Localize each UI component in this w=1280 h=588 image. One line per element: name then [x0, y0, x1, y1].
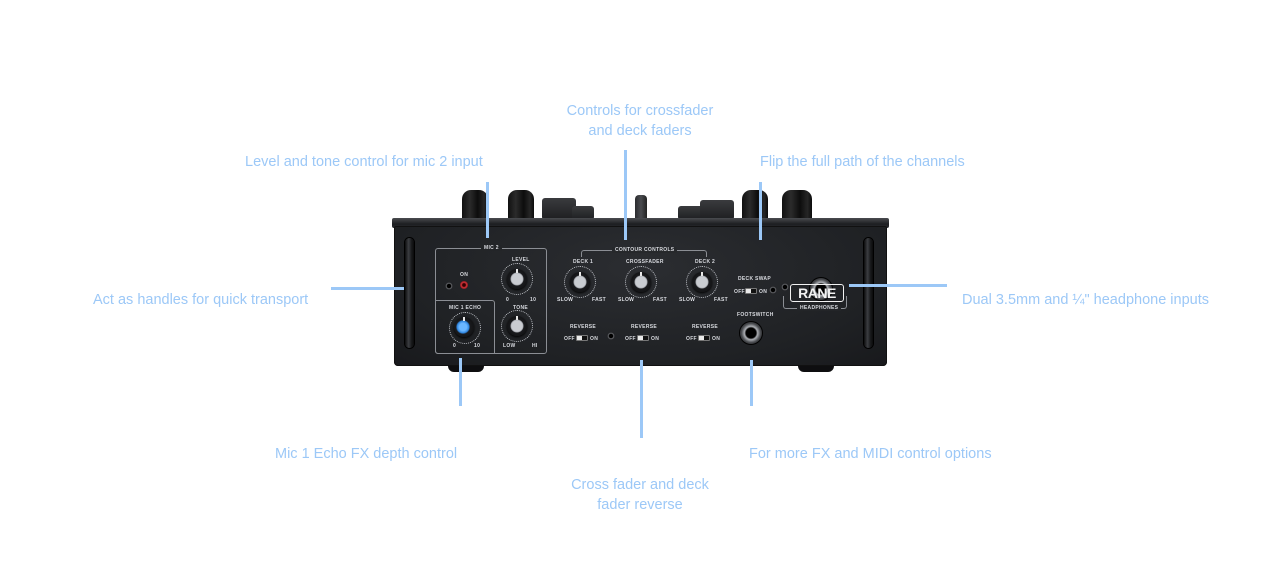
crossfader-reverse-switch[interactable]	[637, 335, 649, 341]
deck2-max: FAST	[714, 297, 728, 303]
level-scale-min: 0	[506, 297, 510, 303]
top-knob	[462, 190, 488, 222]
echo-scale-min: 0	[453, 343, 457, 349]
footswitch-jack[interactable]	[740, 322, 762, 344]
rane-logo: RANE	[790, 284, 844, 302]
left-handle[interactable]	[405, 238, 414, 348]
mic2-tone-knob[interactable]	[507, 316, 527, 336]
callout-mic2: Level and tone control for mic 2 input	[245, 154, 483, 170]
headphones-quarter-inch-jack[interactable]	[810, 278, 832, 300]
reverse-off: OFF	[625, 336, 636, 342]
reverse-on: ON	[590, 336, 599, 342]
crossfader-scale-dots	[625, 266, 657, 298]
connector-line	[759, 182, 762, 240]
top-knob	[508, 190, 534, 222]
callout-line: Controls for crossfader	[566, 103, 714, 119]
level-scale-max: 10	[530, 297, 537, 303]
mic2-level-knob[interactable]	[507, 269, 527, 289]
tone-scale-min: LOW	[503, 343, 516, 349]
foot	[448, 364, 484, 372]
callout-contour-controls: Controls for crossfader and deck faders	[540, 101, 740, 141]
mic2-level-label: LEVEL	[512, 257, 530, 263]
reverse-off: OFF	[686, 336, 697, 342]
connector-line	[750, 360, 753, 406]
deck-swap-label: DECK SWAP	[738, 276, 771, 282]
deck1-reverse-switch[interactable]	[576, 335, 588, 341]
reverse-label: REVERSE	[692, 324, 718, 330]
connector-line	[849, 284, 947, 287]
reverse-on: ON	[651, 336, 660, 342]
mic1-echo-label: MIC 1 ECHO	[449, 305, 482, 311]
mic1-echo-box	[435, 300, 495, 354]
tone-scale-dots	[501, 310, 533, 342]
callout-handles: Act as handles for quick transport	[93, 292, 309, 308]
mic1-echo-knob[interactable]	[454, 317, 474, 337]
callout-line: Cross fader and deck	[571, 477, 709, 493]
deck1-contour-label: DECK 1	[573, 259, 594, 265]
callout-reverse: Cross fader and deck fader reverse	[540, 475, 740, 515]
deck2-scale-dots	[686, 266, 718, 298]
contour-title: CONTOUR CONTROLS	[612, 247, 678, 253]
reverse-off: OFF	[564, 336, 575, 342]
callout-footswitch: For more FX and MIDI control options	[749, 446, 992, 462]
headphones-3-5mm-jack[interactable]	[781, 283, 789, 291]
top-fader-cap	[678, 206, 704, 220]
deck2-contour-knob[interactable]	[692, 272, 712, 292]
mic2-title: MIC 2	[481, 245, 502, 251]
connector-line	[486, 182, 489, 238]
deck-swap-screw	[769, 286, 777, 294]
level-scale-dots	[501, 263, 533, 295]
chassis-top	[392, 218, 889, 228]
mic2-on-button[interactable]	[460, 281, 468, 289]
top-knob	[742, 190, 768, 222]
deck1-contour-knob[interactable]	[570, 272, 590, 292]
foot	[798, 364, 834, 372]
reverse-label: REVERSE	[631, 324, 657, 330]
deck-swap-switch[interactable]	[745, 288, 757, 294]
connector-line	[640, 360, 643, 438]
right-handle[interactable]	[864, 238, 873, 348]
rane-mixer-device: MIC 2 ON LEVEL 0 10 TONE LOW HI MIC 1 EC…	[392, 190, 889, 380]
center-screw	[607, 332, 615, 340]
callout-mic1-echo: Mic 1 Echo FX depth control	[275, 446, 458, 462]
deck1-scale-dots	[564, 266, 596, 298]
connector-line	[331, 287, 404, 290]
callout-line: and deck faders	[588, 123, 692, 139]
crossfader-contour-label: CROSSFADER	[626, 259, 664, 265]
deck2-min: SLOW	[679, 297, 696, 303]
crossfader-max: FAST	[653, 297, 667, 303]
reverse-label: REVERSE	[570, 324, 596, 330]
callout-headphones: Dual 3.5mm and ¼" headphone inputs	[962, 292, 1209, 308]
mic2-tone-label: TONE	[513, 305, 528, 311]
echo-scale-max: 10	[474, 343, 481, 349]
deck2-reverse-switch[interactable]	[698, 335, 710, 341]
top-knob	[782, 190, 812, 222]
deck2-contour-label: DECK 2	[695, 259, 716, 265]
deck-swap-on: ON	[759, 289, 768, 295]
top-fader-cap	[572, 206, 594, 220]
crossfader-min: SLOW	[618, 297, 635, 303]
headphones-label: HEADPHONES	[797, 305, 842, 311]
callout-line: fader reverse	[597, 497, 683, 513]
top-fader-cap	[700, 200, 734, 220]
mic2-input-jack[interactable]	[445, 282, 453, 290]
callout-deck-swap: Flip the full path of the channels	[760, 154, 965, 170]
footswitch-label: FOOTSWITCH	[737, 312, 774, 318]
connector-line	[624, 150, 627, 240]
crossfader-contour-knob[interactable]	[631, 272, 651, 292]
tone-scale-max: HI	[532, 343, 538, 349]
deck1-max: FAST	[592, 297, 606, 303]
front-panel: MIC 2 ON LEVEL 0 10 TONE LOW HI MIC 1 EC…	[394, 226, 887, 366]
top-fader-cap	[542, 198, 576, 220]
echo-scale-dots	[449, 312, 481, 344]
reverse-on: ON	[712, 336, 721, 342]
mic2-on-label: ON	[460, 272, 469, 278]
deck1-min: SLOW	[557, 297, 574, 303]
connector-line	[459, 358, 462, 406]
crossfader-cap	[635, 195, 647, 221]
deck-swap-off: OFF	[734, 289, 745, 295]
